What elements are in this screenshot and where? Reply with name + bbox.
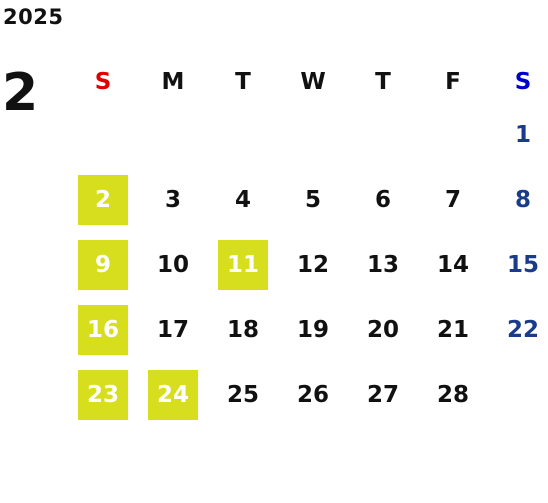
day-number: 17 <box>156 316 189 343</box>
day-number: 24 <box>148 369 198 420</box>
weekday-header-sun: S <box>94 69 112 95</box>
day-cell: 28 <box>418 362 488 427</box>
calendar-grid: S M T W T F S 1 2 3 4 5 6 7 8 9 10 11 12… <box>68 62 548 427</box>
day-cell: 15 <box>488 232 548 297</box>
year-label: 2025 <box>3 5 64 29</box>
day-cell: 22 <box>488 297 548 362</box>
weekday-header-thu: T <box>375 69 391 95</box>
day-cell: 7 <box>418 167 488 232</box>
day-number: 15 <box>506 251 539 278</box>
day-number: 16 <box>78 304 128 355</box>
day-cell: 10 <box>138 232 208 297</box>
day-number: 12 <box>296 251 329 278</box>
day-cell: 18 <box>208 297 278 362</box>
day-cell-highlighted: 2 <box>68 167 138 232</box>
day-cell: 1 <box>488 102 548 167</box>
day-number: 13 <box>366 251 399 278</box>
day-cell: 12 <box>278 232 348 297</box>
day-cell: 13 <box>348 232 418 297</box>
day-cell: 26 <box>278 362 348 427</box>
day-cell: 8 <box>488 167 548 232</box>
day-number: 5 <box>304 186 321 213</box>
day-number: 23 <box>78 369 128 420</box>
day-cell: 14 <box>418 232 488 297</box>
day-number: 1 <box>514 121 531 148</box>
day-number: 26 <box>296 381 329 408</box>
day-number: 21 <box>436 316 469 343</box>
day-cell: 27 <box>348 362 418 427</box>
day-cell: 4 <box>208 167 278 232</box>
day-number: 22 <box>506 316 539 343</box>
day-number: 9 <box>78 239 128 290</box>
day-number: 27 <box>366 381 399 408</box>
weekday-header-wed: W <box>300 69 326 95</box>
day-cell: 3 <box>138 167 208 232</box>
day-cell: 21 <box>418 297 488 362</box>
day-number: 2 <box>78 174 128 225</box>
weekday-header-fri: F <box>445 69 461 95</box>
day-number: 6 <box>374 186 391 213</box>
day-number: 25 <box>226 381 259 408</box>
day-number: 7 <box>444 186 461 213</box>
day-cell-highlighted: 16 <box>68 297 138 362</box>
day-cell-highlighted: 23 <box>68 362 138 427</box>
day-number: 3 <box>164 186 181 213</box>
day-number: 28 <box>436 381 469 408</box>
day-number: 4 <box>234 186 251 213</box>
day-number: 10 <box>156 251 189 278</box>
day-cell: 25 <box>208 362 278 427</box>
day-cell-highlighted: 11 <box>208 232 278 297</box>
weekday-header-tue: T <box>235 69 251 95</box>
day-number: 18 <box>226 316 259 343</box>
day-number: 11 <box>218 239 268 290</box>
day-number: 8 <box>514 186 531 213</box>
day-cell: 19 <box>278 297 348 362</box>
day-cell: 20 <box>348 297 418 362</box>
day-number: 20 <box>366 316 399 343</box>
month-number: 2 <box>2 63 39 123</box>
day-cell: 6 <box>348 167 418 232</box>
day-cell-highlighted: 9 <box>68 232 138 297</box>
day-number: 14 <box>436 251 469 278</box>
day-cell: 5 <box>278 167 348 232</box>
weekday-header-sat: S <box>514 69 532 95</box>
day-number: 19 <box>296 316 329 343</box>
day-cell: 17 <box>138 297 208 362</box>
weekday-header-mon: M <box>161 69 185 95</box>
day-cell-highlighted: 24 <box>138 362 208 427</box>
